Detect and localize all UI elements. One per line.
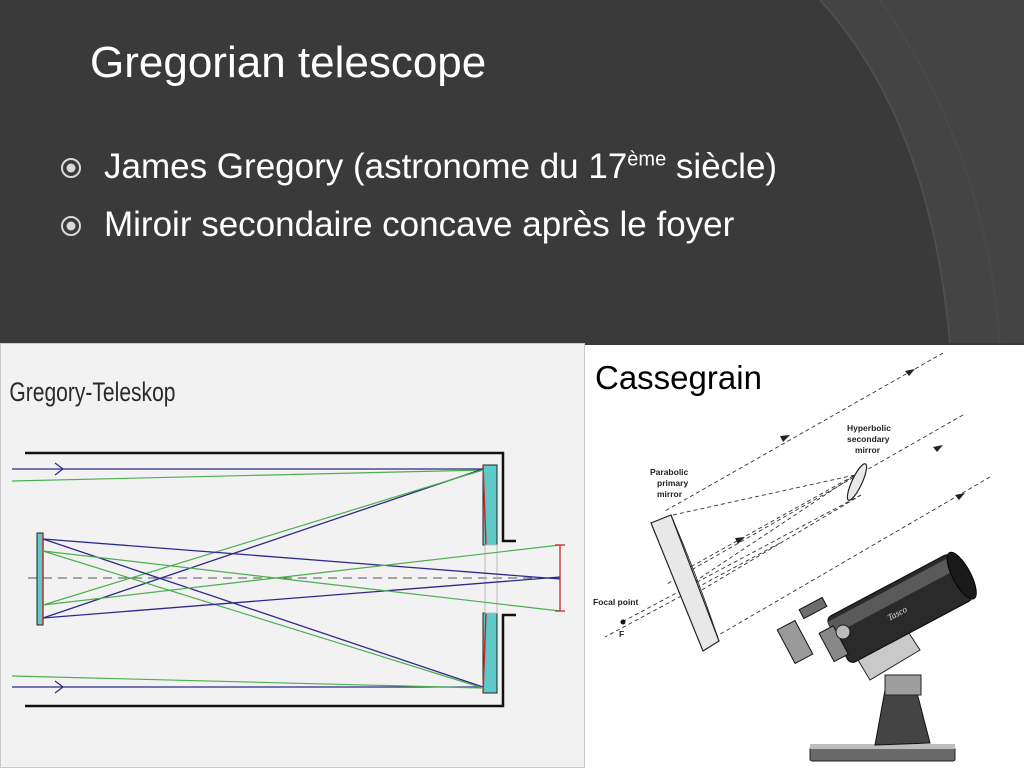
reflected-rays [619, 474, 862, 624]
telescope-illustration: Tasco [776, 551, 977, 762]
slide-title: Gregorian telescope [90, 38, 487, 87]
incoming-ray-green [11, 675, 484, 689]
tube-bottom-wall [25, 613, 516, 708]
bullet-target-icon [61, 216, 81, 236]
reflected-ray-green [42, 469, 484, 606]
focal-letter-label: F [619, 629, 624, 639]
incoming-ray-green [11, 469, 484, 482]
gregory-title: Gregory-Teleskop [9, 378, 175, 408]
ray-arrow-icon [54, 680, 64, 694]
focus-ray-green [42, 544, 561, 606]
reflected-ray-green [42, 550, 484, 689]
background-arc-line [879, 0, 1001, 344]
parabolic-primary-mirror [650, 514, 720, 652]
primary-mirror-curve [670, 514, 720, 642]
reflected-ray-blue [42, 468, 484, 619]
tube-top-wall [25, 451, 516, 543]
focus-ray-blue [42, 538, 561, 580]
diagram-background [0, 343, 585, 768]
hyperbolic-secondary-mirror [846, 463, 868, 501]
cassegrain-title: Cassegrain [595, 359, 762, 396]
bullet-item: James Gregory (astronome du 17ème siècle… [60, 138, 777, 196]
cassegrain-panel: Parabolic primary mirror Hyperbolic seco… [585, 345, 1024, 768]
background-arc-shape [820, 0, 1024, 343]
focus-ray-blue [42, 576, 561, 619]
focus-ray-green [42, 550, 561, 612]
primary-mirror-bottom-surface [482, 612, 487, 694]
bullet-target-icon [61, 158, 81, 178]
secondary-label-line: mirror [855, 445, 881, 455]
bullet-text: siècle) [666, 147, 778, 186]
secondary-mirror [36, 532, 44, 626]
reflected-ray-blue [42, 538, 484, 688]
ray-arrow-icon [735, 369, 965, 544]
bullet-superscript: ème [627, 148, 667, 171]
ray-arrow-icon [54, 462, 64, 476]
secondary-label-line: Hyperbolic [847, 423, 891, 433]
bullet-text: James Gregory (astronome du 17 [104, 147, 628, 186]
bullet-list: James Gregory (astronome du 17ème siècle… [60, 138, 777, 254]
cassegrain-diagram: Parabolic primary mirror Hyperbolic seco… [593, 352, 991, 762]
secondary-label-line: secondary [847, 434, 890, 444]
primary-mirror-hole [484, 544, 498, 614]
primary-mirror-top-surface [482, 464, 487, 546]
background-arc-line [819, 0, 951, 344]
primary-label-line: mirror [657, 489, 683, 499]
bullet-item: Miroir secondaire concave après le foyer [60, 196, 777, 254]
primary-label-line: Parabolic [650, 467, 689, 477]
focal-point-label: Focal point [593, 597, 639, 607]
gregory-diagram: Gregory-Teleskop [0, 343, 585, 768]
primary-label-line: primary [657, 478, 688, 488]
bullet-text: Miroir secondaire concave après le foyer [104, 205, 735, 244]
focal-point-dot [620, 619, 626, 625]
